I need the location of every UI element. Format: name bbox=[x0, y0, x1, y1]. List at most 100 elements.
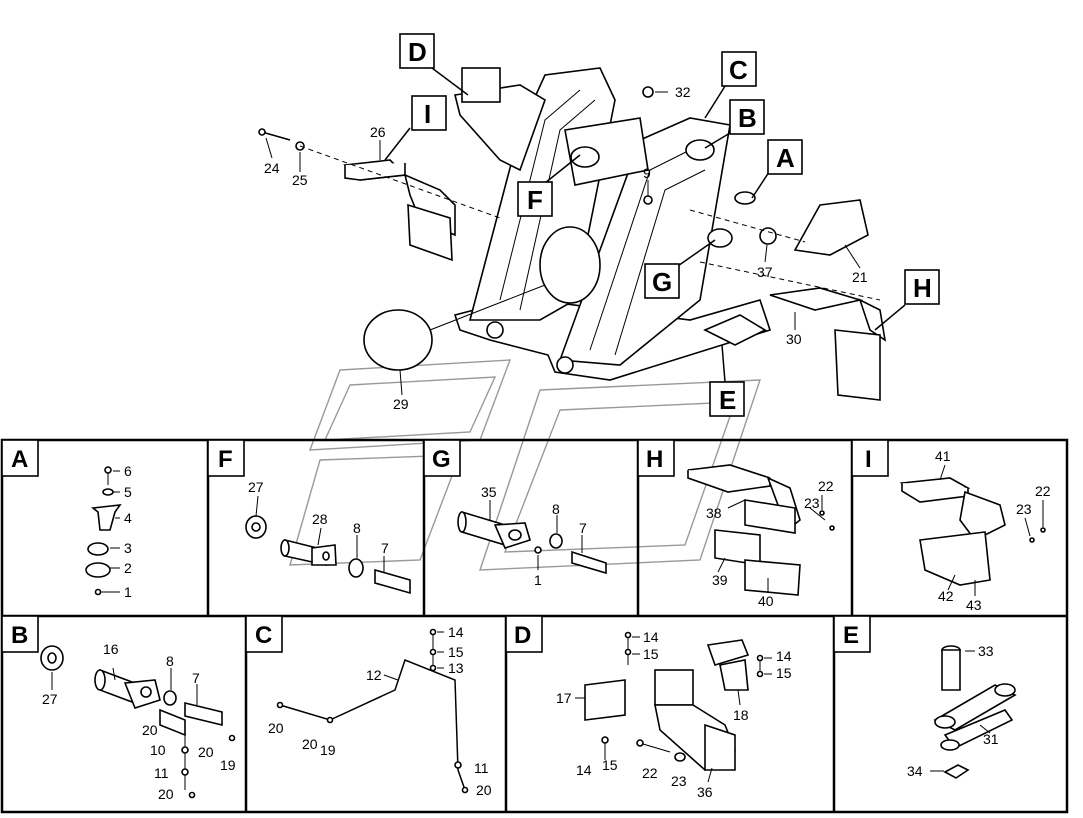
part-number: 20 bbox=[476, 782, 492, 798]
panel-letter-G: G bbox=[432, 446, 451, 473]
callout-B: B bbox=[738, 103, 757, 133]
main-leaders bbox=[265, 67, 906, 396]
part-number: 27 bbox=[248, 479, 264, 495]
part-number: 12 bbox=[366, 667, 382, 683]
part-number: 28 bbox=[312, 511, 328, 527]
part-number: 14 bbox=[643, 629, 659, 645]
panel-F-parts: 27 28 8 7 bbox=[245, 479, 411, 595]
panel-D-parts: 14 15 14 15 17 18 14 15 22 23 36 bbox=[556, 629, 792, 800]
callout-G: G bbox=[652, 267, 672, 297]
part-number: 7 bbox=[381, 540, 389, 556]
part-number: 3 bbox=[124, 540, 132, 556]
part-number: 23 bbox=[671, 773, 687, 789]
part-number: 11 bbox=[154, 765, 169, 781]
part-number: 20 bbox=[142, 722, 158, 738]
part-number: 20 bbox=[198, 744, 214, 760]
callout-H: H bbox=[913, 273, 932, 303]
part-number: 25 bbox=[292, 172, 308, 188]
part-number: 14 bbox=[448, 624, 464, 640]
panel-G-parts: 35 8 7 1 bbox=[457, 484, 607, 588]
part-number: 17 bbox=[556, 690, 572, 706]
panel-letter-H: H bbox=[646, 446, 663, 473]
panel-letter-D: D bbox=[514, 622, 531, 649]
part-number: 13 bbox=[448, 660, 464, 676]
part-number: 34 bbox=[907, 763, 923, 779]
part-number: 20 bbox=[268, 720, 284, 736]
part-number: 21 bbox=[852, 269, 868, 285]
part-number: 11 bbox=[474, 760, 489, 776]
panel-C-parts: 14 15 13 12 20 20 19 11 20 bbox=[268, 624, 492, 798]
part-number: 8 bbox=[166, 653, 174, 669]
part-number: 8 bbox=[552, 501, 560, 517]
panel-E-parts: 33 31 34 bbox=[907, 643, 1017, 779]
part-number: 19 bbox=[220, 757, 236, 773]
part-number: 14 bbox=[576, 762, 592, 778]
callout-A: A bbox=[776, 143, 795, 173]
part-number: 40 bbox=[758, 593, 774, 609]
panel-letters: A F G H I B C D E bbox=[1, 439, 889, 653]
part-number: 38 bbox=[706, 505, 722, 521]
callout-E: E bbox=[719, 385, 736, 415]
panel-B-parts: 16 8 7 27 20 10 20 11 19 20 bbox=[40, 641, 236, 802]
part-number: 1 bbox=[534, 572, 542, 588]
part-number: 22 bbox=[642, 765, 658, 781]
panel-letter-A: A bbox=[11, 446, 28, 473]
part-number: 8 bbox=[353, 520, 361, 536]
part-number: 20 bbox=[302, 736, 318, 752]
part-number: 29 bbox=[393, 396, 409, 412]
part-number: 35 bbox=[481, 484, 497, 500]
part-number: 6 bbox=[124, 463, 132, 479]
part-number: 23 bbox=[1016, 501, 1032, 517]
part-number: 39 bbox=[712, 572, 728, 588]
part-number: 22 bbox=[1035, 483, 1051, 499]
callout-boxes: D C B A I F G H E bbox=[399, 33, 940, 417]
part-number: 43 bbox=[966, 597, 982, 613]
part-number: 23 bbox=[804, 495, 820, 511]
part-number: 7 bbox=[192, 670, 200, 686]
part-number: 33 bbox=[978, 643, 994, 659]
part-number: 18 bbox=[733, 707, 749, 723]
part-number: 15 bbox=[448, 644, 464, 660]
part-number: 32 bbox=[675, 84, 691, 100]
part-number: 15 bbox=[643, 646, 659, 662]
part-number: 41 bbox=[935, 448, 951, 464]
panel-letter-F: F bbox=[218, 446, 233, 473]
part-number: 2 bbox=[124, 560, 132, 576]
panel-letter-C: C bbox=[255, 622, 272, 649]
part-number: 14 bbox=[776, 648, 792, 664]
part-number: 9 bbox=[643, 165, 651, 181]
part-number: 30 bbox=[786, 331, 802, 347]
panel-letter-B: B bbox=[11, 622, 28, 649]
panel-I-parts: 41 22 23 42 43 bbox=[899, 448, 1051, 613]
callout-I: I bbox=[424, 99, 431, 129]
part-number: 27 bbox=[42, 691, 58, 707]
panel-H-parts: 22 23 38 39 40 bbox=[687, 464, 835, 609]
part-number: 31 bbox=[983, 731, 999, 747]
panel-letter-I: I bbox=[865, 446, 872, 473]
callout-C: C bbox=[729, 55, 748, 85]
part-number: 37 bbox=[757, 264, 773, 280]
part-number: 22 bbox=[818, 478, 834, 494]
panel-A-parts: 6 5 4 3 2 1 bbox=[85, 463, 132, 600]
part-number: 24 bbox=[264, 160, 280, 176]
part-number: 7 bbox=[579, 520, 587, 536]
part-number: 5 bbox=[124, 484, 132, 500]
part-number: 42 bbox=[938, 588, 954, 604]
panel-letter-E: E bbox=[843, 622, 859, 649]
part-number: 10 bbox=[150, 742, 166, 758]
callout-F: F bbox=[527, 185, 543, 215]
part-number: 19 bbox=[320, 742, 336, 758]
part-number: 15 bbox=[776, 665, 792, 681]
callout-D: D bbox=[408, 37, 427, 67]
part-number: 16 bbox=[103, 641, 119, 657]
part-number: 36 bbox=[697, 784, 713, 800]
loader-frame bbox=[258, 67, 887, 401]
part-number: 26 bbox=[370, 124, 386, 140]
part-number: 15 bbox=[602, 757, 618, 773]
main-part-numbers: 32 26 24 25 9 37 21 30 29 bbox=[264, 84, 868, 412]
part-number: 20 bbox=[158, 786, 174, 802]
part-number: 1 bbox=[124, 584, 132, 600]
part-number: 4 bbox=[124, 510, 132, 526]
